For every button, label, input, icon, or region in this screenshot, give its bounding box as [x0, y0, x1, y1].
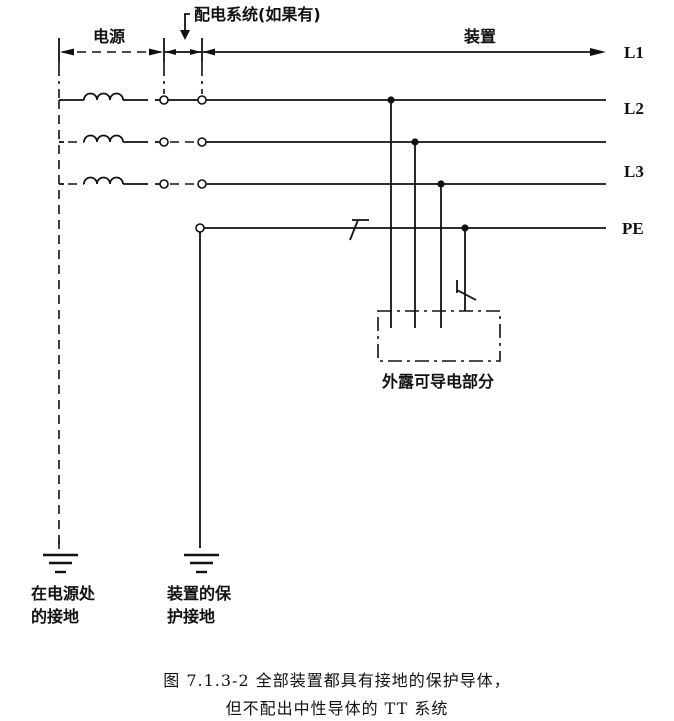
terminal-icon	[195, 223, 205, 233]
arrow-right-icon	[190, 49, 201, 55]
installation-earth-label-line2: 护接地	[167, 607, 215, 626]
dimension-line: 电源 装置 L1	[58, 27, 644, 62]
equipment-connections	[387, 96, 477, 328]
leader-line	[184, 13, 190, 30]
conductor-label-l2: L2	[624, 99, 644, 118]
junction-dot	[437, 180, 445, 188]
source-label: 电源	[93, 27, 125, 46]
terminal-icon	[159, 95, 169, 105]
inductor-icon	[83, 176, 124, 185]
source-earth-label-line1: 在电源处	[31, 584, 96, 603]
conductor-l3-source	[59, 134, 606, 147]
arrow-right-icon	[149, 48, 163, 56]
terminal-icon	[197, 95, 207, 105]
terminal-icon	[159, 137, 169, 147]
terminal-icon	[159, 179, 169, 189]
junction-dot	[387, 96, 395, 104]
terminal-icon	[197, 179, 207, 189]
source-earth-label-line2: 的接地	[31, 607, 79, 626]
conductor-label-l1: L1	[624, 43, 644, 62]
exposed-conductive-part-label: 外露可导电部分	[381, 372, 494, 391]
inductor-icon	[83, 92, 124, 101]
arrow-right-icon	[590, 48, 606, 56]
conductor-l2-source	[59, 92, 606, 105]
distribution-system-annotation: 配电系统(如果有)	[180, 5, 321, 40]
conductor-pe	[195, 219, 606, 548]
junction-dot	[461, 224, 469, 232]
arrow-left-icon	[203, 48, 215, 56]
earth-symbol-icon	[184, 553, 219, 574]
inductor-icon	[83, 134, 124, 143]
arrow-left-icon	[165, 49, 176, 55]
terminal-icon	[197, 137, 207, 147]
conductor-label-pe: PE	[622, 219, 644, 238]
installation-earth-label-line1: 装置的保	[166, 584, 232, 603]
figure-caption-line1: 图 7.1.3-2 全部装置都具有接地的保护导体，	[163, 671, 511, 690]
junction-dot	[411, 138, 419, 146]
exposed-conductive-part-box	[377, 310, 501, 362]
figure-caption-line2: 但不配出中性导体的 TT 系统	[225, 699, 449, 718]
arrow-left-icon	[60, 48, 74, 56]
tt-system-diagram: 配电系统(如果有) 电源 装置 L1 L2	[31, 5, 644, 626]
down-arrow-icon	[180, 30, 190, 40]
conductor-label-l3: L3	[624, 162, 644, 181]
pe-marker-icon	[349, 219, 359, 241]
earth-symbol-icon	[43, 540, 78, 574]
conductor-l3-line	[59, 176, 606, 189]
installation-label: 装置	[463, 27, 496, 46]
distribution-system-label: 配电系统(如果有)	[194, 5, 321, 24]
